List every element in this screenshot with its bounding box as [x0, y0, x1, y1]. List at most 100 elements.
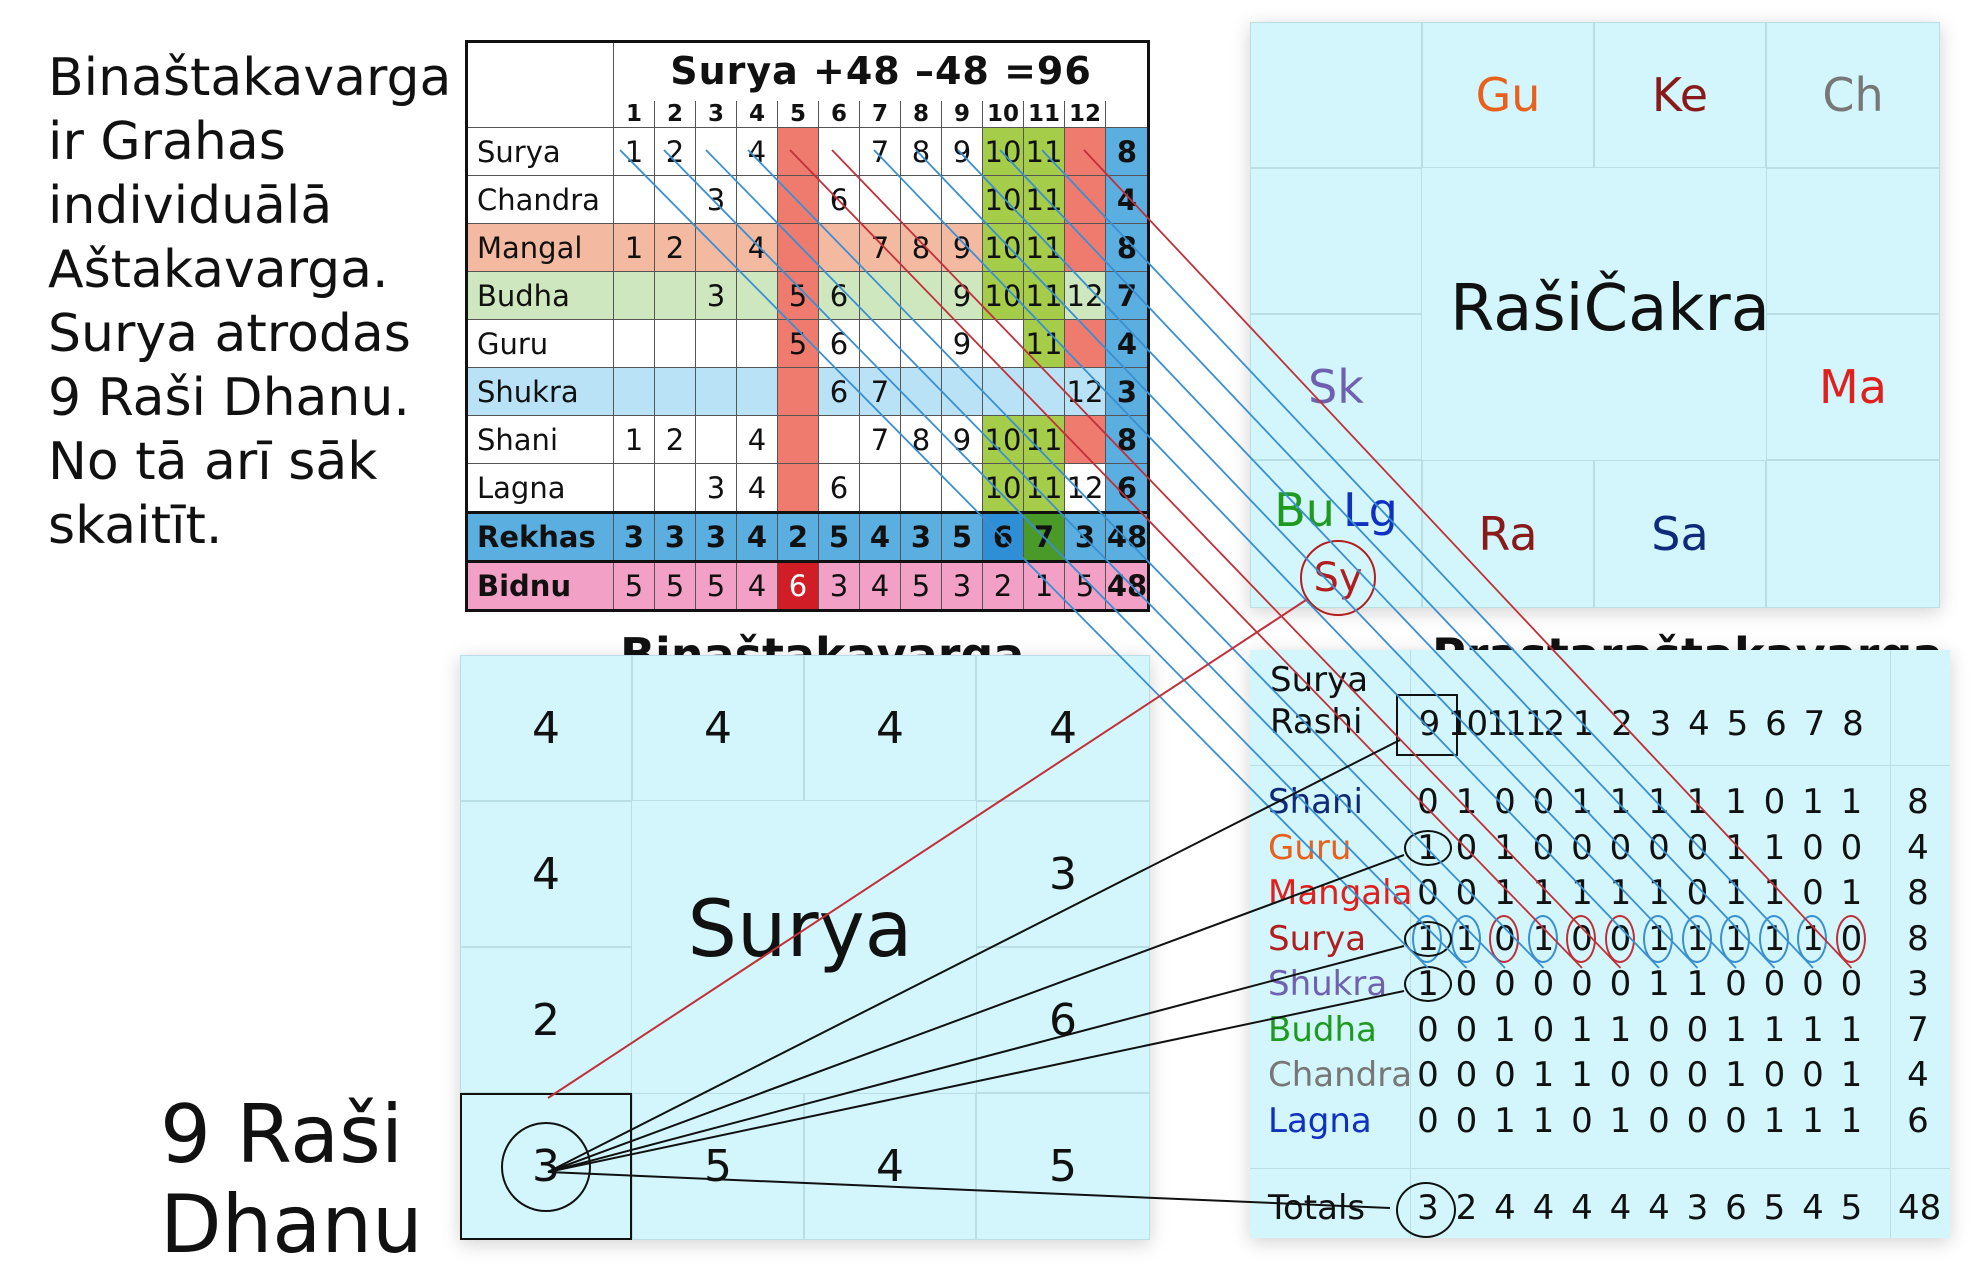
bindu-value: 1: [1609, 873, 1632, 913]
row-total: 3: [1105, 367, 1149, 416]
rashi-number: 5: [1726, 704, 1749, 744]
table-cell: 8: [900, 223, 942, 272]
rashi-number: 6: [1765, 704, 1787, 744]
rekhas-cell: 5: [818, 511, 860, 562]
binashtakavarga-center-label: Surya: [687, 885, 913, 975]
rashi-label: Surya: [1270, 660, 1369, 700]
bindu-value: 0: [1763, 1055, 1786, 1095]
column-total: 4: [1648, 1188, 1670, 1228]
bindu-value: 0: [1494, 964, 1516, 1004]
table-cell: [654, 271, 696, 320]
prast-divider: [1250, 765, 1950, 766]
rekhas-cell: 4: [859, 511, 901, 562]
graha-row-label: Shukra: [1268, 964, 1388, 1004]
column-total: 4: [1571, 1188, 1593, 1228]
intro-line: No tā arī sāk: [48, 432, 378, 492]
bindu-value: 0: [1840, 964, 1863, 1004]
table-cell: 1: [613, 415, 655, 464]
table-cell: [982, 367, 1024, 416]
bindu-value: 1: [1455, 782, 1478, 822]
bindu-value: 0: [1455, 1009, 1478, 1050]
bina-cell: 4: [632, 655, 804, 801]
bindu-value: 0: [1763, 964, 1786, 1004]
table-cell: 6: [818, 175, 860, 224]
bindu-value: 1: [1686, 964, 1709, 1004]
bindu-value: 0: [1609, 964, 1632, 1004]
bindu-value: 1: [1802, 1009, 1824, 1050]
table-cell: 5: [777, 319, 819, 368]
bindu-value: 0: [1686, 873, 1709, 913]
bindu-value: 1: [1571, 1009, 1593, 1050]
bindu-value: 1: [1725, 1009, 1747, 1050]
graha-row-total: 4: [1907, 1055, 1929, 1095]
table-cell: 4: [736, 415, 778, 464]
table-cell: [1064, 319, 1106, 368]
row-label: Lagna: [466, 463, 614, 513]
surya-bindu-circle: [1758, 914, 1789, 963]
table-cell: [695, 415, 737, 464]
bindu-value: 1: [1840, 782, 1863, 822]
table-title: Surya +48 –48 =96: [613, 40, 1149, 101]
column-number: 8: [900, 101, 942, 128]
bindu-value: 0: [1455, 1100, 1478, 1141]
table-cell: [818, 415, 860, 464]
table-cell: [900, 463, 942, 513]
table-cell: [613, 271, 655, 320]
bindu-value: 1: [1840, 1100, 1863, 1141]
row-total: 4: [1105, 175, 1149, 224]
table-cell: [900, 319, 942, 368]
table-cell: 2: [654, 127, 696, 176]
first-column-circle: [1404, 829, 1452, 866]
column-number: 2: [654, 101, 696, 128]
table-cell: [1064, 127, 1106, 176]
bindu-value: 0: [1417, 1009, 1439, 1050]
table-cell: [1064, 415, 1106, 464]
surya-bindu-circle: [1604, 914, 1635, 963]
table-cell: 9: [941, 271, 983, 320]
bina-cell: 4: [804, 1093, 976, 1240]
graha-row-label: Budha: [1268, 1009, 1377, 1050]
prast-divider: [1890, 650, 1891, 1238]
graha-sa: Sa: [1651, 507, 1709, 561]
row-label: Shani: [466, 415, 614, 464]
bindu-value: 1: [1763, 1009, 1786, 1050]
table-cell: [777, 175, 819, 224]
bindu-value: 0: [1417, 873, 1439, 913]
bindu-value: 0: [1532, 964, 1555, 1004]
binashtakavarga-chart: 4 4 4 4 4 2 3 6 3 5 4 5 Surya: [460, 655, 1150, 1240]
table-cell: [859, 319, 901, 368]
bindu-value: 0: [1802, 964, 1824, 1004]
rekhas-cell: 3: [654, 511, 696, 562]
table-cell: [654, 319, 696, 368]
first-column-circle: [1404, 966, 1452, 1002]
bidnu-total: 48: [1105, 560, 1149, 610]
first-column-circle: [1404, 920, 1452, 957]
table-cell: 12: [1064, 463, 1106, 513]
table-cell: 11: [1023, 175, 1065, 224]
table-corner: [466, 40, 614, 128]
bindu-value: 1: [1725, 873, 1747, 913]
graha-sy: Sy: [1313, 555, 1363, 601]
rashi-number: 7: [1803, 704, 1826, 744]
bidnu-label: Bidnu: [466, 560, 614, 610]
dhanu-label-line: 9 Raši: [160, 1088, 404, 1181]
table-cell: 11: [1023, 415, 1065, 464]
table-cell: 10: [982, 223, 1024, 272]
surya-bindu-circle: [1566, 914, 1596, 963]
prast-divider: [1250, 1168, 1950, 1169]
table-cell: 3: [695, 271, 737, 320]
table-cell: [654, 175, 696, 224]
row-label: Mangal: [466, 223, 614, 272]
totals-label: Totals: [1268, 1188, 1366, 1228]
table-cell: [777, 127, 819, 176]
table-cell: 6: [818, 367, 860, 416]
rekhas-cell: 3: [613, 511, 655, 562]
row-label: Budha: [466, 271, 614, 320]
graha-row-label: Guru: [1268, 827, 1352, 868]
surya-bindu-circle: [1835, 914, 1866, 963]
column-number: 6: [818, 101, 860, 128]
rekhas-cell: 3: [695, 511, 737, 562]
table-cell: 12: [1064, 271, 1106, 320]
